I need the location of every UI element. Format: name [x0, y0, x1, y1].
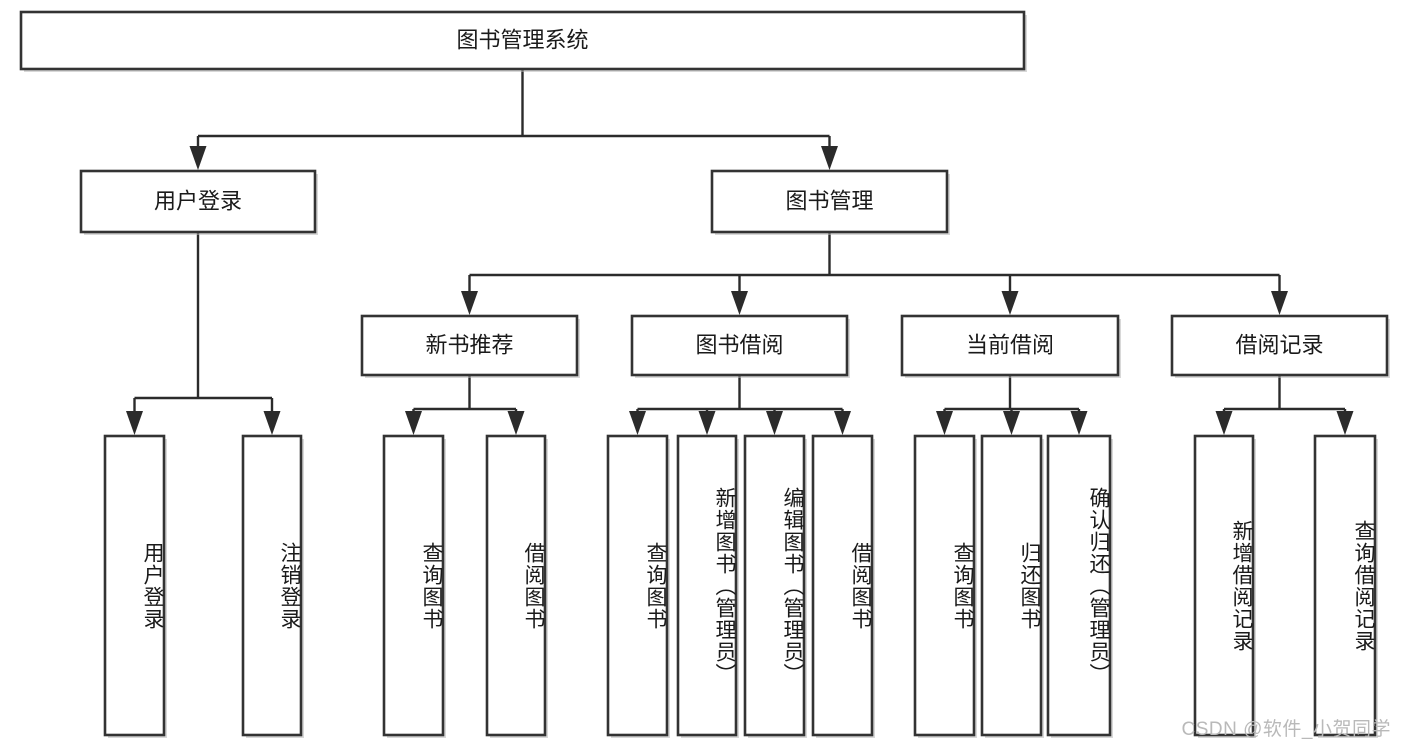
node-leaf-add-record[interactable]: [1193, 434, 1256, 738]
node-root[interactable]: 图书管理系统: [19, 10, 1027, 72]
node-leaf-query-record[interactable]: [1313, 434, 1378, 738]
arrow-head-icon: [507, 411, 525, 435]
arrow-head-icon: [766, 411, 783, 435]
node-box[interactable]: [811, 434, 874, 737]
node-box[interactable]: [103, 434, 166, 737]
arrow-head-icon: [1003, 411, 1020, 435]
arrow-head-icon: [1001, 291, 1019, 315]
node-box[interactable]: [360, 314, 579, 377]
arrow-head-icon: [1070, 411, 1088, 435]
node-leaf-add-book[interactable]: [676, 434, 739, 738]
node-leaf-borrow-book-1[interactable]: [485, 434, 548, 738]
arrow-head-icon: [936, 411, 953, 435]
node-box[interactable]: [382, 434, 445, 737]
node-book-manage[interactable]: 图书管理: [710, 169, 950, 235]
node-box[interactable]: [606, 434, 669, 737]
node-box[interactable]: [630, 314, 849, 377]
node-box[interactable]: [980, 434, 1043, 737]
node-box[interactable]: [913, 434, 976, 737]
arrow-head-icon: [1215, 411, 1233, 435]
arrow-head-icon: [189, 146, 207, 170]
node-leaf-query-book-1[interactable]: [382, 434, 446, 738]
node-leaf-edit-book[interactable]: [743, 434, 807, 738]
node-box[interactable]: [710, 169, 949, 234]
node-leaf-borrow-book-2[interactable]: [811, 434, 875, 738]
node-book-borrow[interactable]: 图书借阅: [630, 314, 850, 378]
node-label: 图书管理系统: [456, 27, 588, 52]
node-leaf-confirm-ret[interactable]: [1046, 434, 1113, 738]
node-leaf-return-book[interactable]: [980, 434, 1044, 738]
node-box[interactable]: [1170, 314, 1389, 377]
node-box[interactable]: [241, 434, 303, 737]
node-box[interactable]: [1313, 434, 1377, 737]
arrow-head-icon: [698, 411, 716, 435]
arrow-head-icon: [1271, 291, 1288, 315]
arrow-head-icon: [821, 146, 838, 170]
node-label: 用户登录: [154, 188, 242, 213]
node-box[interactable]: [676, 434, 738, 737]
node-leaf-logout[interactable]: [241, 434, 304, 738]
node-box[interactable]: [1193, 434, 1255, 737]
node-box[interactable]: [1046, 434, 1112, 737]
node-user-login[interactable]: 用户登录: [79, 169, 318, 235]
node-current-borrow[interactable]: 当前借阅: [900, 314, 1121, 378]
arrow-head-icon: [263, 411, 281, 435]
node-label: 图书借阅: [695, 332, 783, 357]
node-box[interactable]: [19, 10, 1026, 71]
node-leaf-user-login[interactable]: [103, 434, 167, 738]
arrow-head-icon: [834, 411, 851, 435]
node-label: 当前借阅: [966, 332, 1054, 357]
node-box[interactable]: [79, 169, 317, 234]
arrow-head-icon: [1336, 411, 1354, 435]
node-borrow-record[interactable]: 借阅记录: [1170, 314, 1390, 378]
connector-layer: [126, 69, 1354, 435]
node-leaf-query-book-3[interactable]: [913, 434, 977, 738]
csdn-watermark: CSDN @软件_小贺同学: [1181, 719, 1391, 740]
node-box[interactable]: [485, 434, 547, 737]
node-label: 新书推荐: [425, 332, 513, 357]
arrow-head-icon: [461, 291, 478, 315]
arrow-head-icon: [629, 411, 646, 435]
arrow-head-icon: [126, 411, 143, 435]
node-new-book-rec[interactable]: 新书推荐: [360, 314, 580, 378]
node-box[interactable]: [900, 314, 1120, 377]
node-box[interactable]: [743, 434, 806, 737]
node-label: 图书管理: [785, 188, 873, 213]
node-label: 借阅记录: [1235, 332, 1323, 357]
arrow-head-icon: [405, 411, 422, 435]
node-leaf-query-book-2[interactable]: [606, 434, 670, 738]
arrow-head-icon: [731, 291, 748, 315]
